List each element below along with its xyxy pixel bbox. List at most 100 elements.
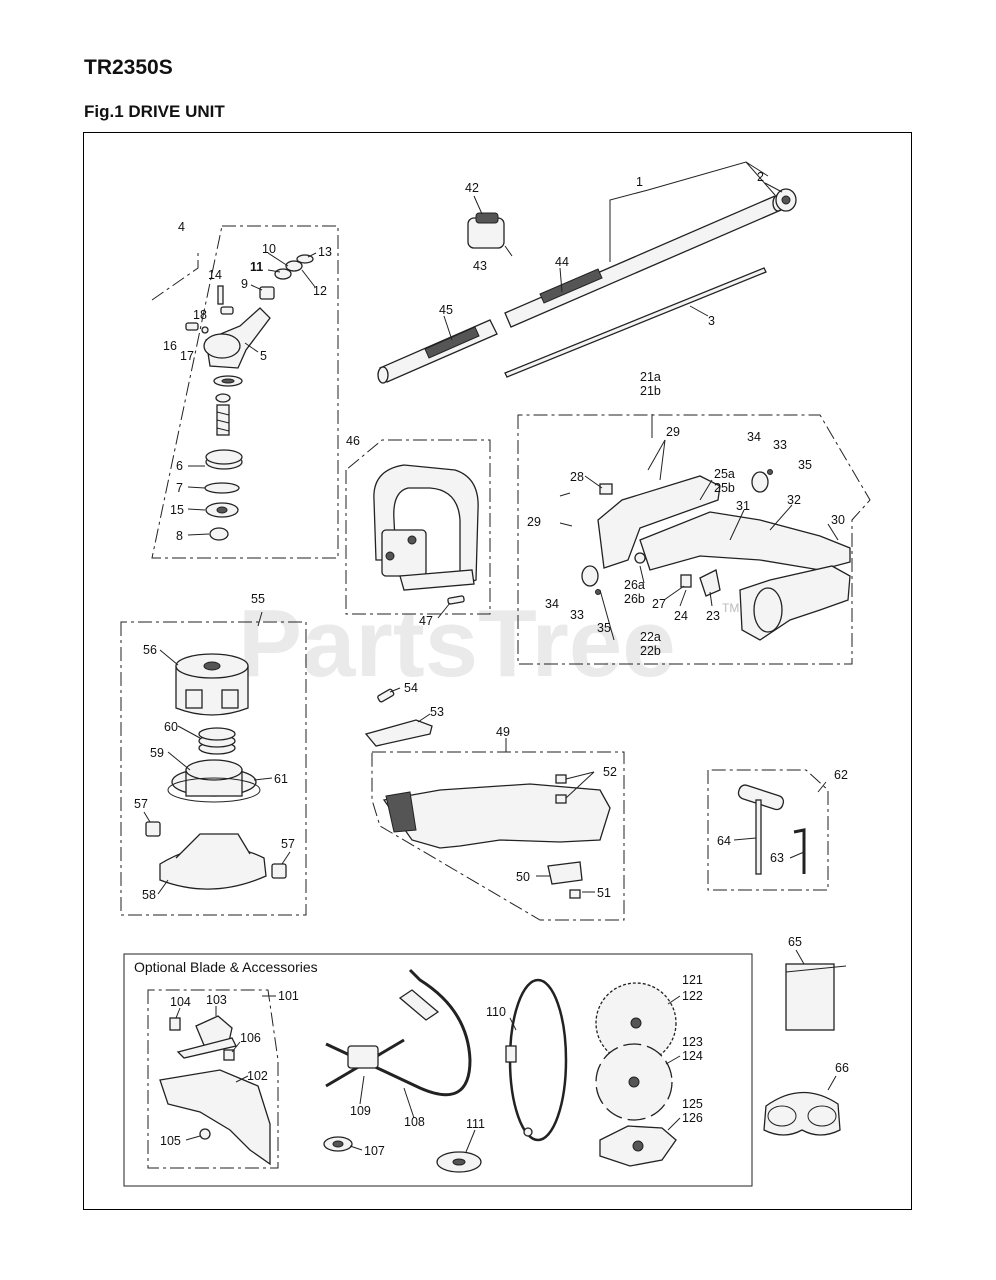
label-54: 54 [404, 681, 418, 695]
label-1: 1 [636, 175, 643, 189]
label-65: 65 [788, 935, 802, 949]
label-9: 9 [241, 277, 248, 291]
label-29-top: 29 [666, 425, 680, 439]
label-21b: 21b [640, 384, 661, 398]
label-50: 50 [516, 870, 530, 884]
label-53: 53 [430, 705, 444, 719]
label-124: 124 [682, 1049, 703, 1063]
shoulder-harness [436, 978, 568, 1173]
label-33-left: 33 [570, 608, 584, 622]
label-60: 60 [164, 720, 178, 734]
label-125: 125 [682, 1097, 703, 1111]
label-104: 104 [170, 995, 191, 1009]
optional-accessories-box [123, 953, 753, 1187]
label-32: 32 [787, 493, 801, 507]
label-4: 4 [178, 220, 185, 234]
label-49: 49 [496, 725, 510, 739]
label-34-right: 34 [747, 430, 761, 444]
label-101: 101 [278, 989, 299, 1003]
label-63: 63 [770, 851, 784, 865]
label-51: 51 [597, 886, 611, 900]
label-17: 17 [180, 349, 194, 363]
label-35-right: 35 [798, 458, 812, 472]
label-31: 31 [736, 499, 750, 513]
label-35-left: 35 [597, 621, 611, 635]
label-122: 122 [682, 989, 703, 1003]
bike-handle-assembly [323, 968, 472, 1152]
label-126: 126 [682, 1111, 703, 1125]
label-13: 13 [318, 245, 332, 259]
label-110: 110 [486, 1005, 506, 1019]
label-57-right: 57 [281, 837, 295, 851]
label-25b: 25b [714, 481, 735, 495]
label-106: 106 [240, 1031, 261, 1045]
bearing [205, 449, 243, 465]
label-58: 58 [142, 888, 156, 902]
label-111: 111 [466, 1117, 485, 1131]
label-26a: 26a [624, 578, 645, 592]
model-title: TR2350S [84, 56, 173, 79]
label-61: 61 [274, 772, 288, 786]
label-103: 103 [206, 993, 227, 1007]
callout-labels: 1 2 3 4 5 6 7 8 9 10 11 12 13 14 15 16 1… [134, 170, 849, 1158]
label-7: 7 [176, 481, 183, 495]
label-26b: 26b [624, 592, 645, 606]
label-121: 121 [682, 973, 703, 987]
label-105: 105 [160, 1134, 181, 1148]
label-11: 11 [250, 260, 263, 274]
label-28: 28 [570, 470, 584, 484]
label-59: 59 [150, 746, 164, 760]
washer [204, 482, 240, 494]
label-42: 42 [465, 181, 479, 195]
label-107: 107 [364, 1144, 385, 1158]
label-33-right: 33 [773, 438, 787, 452]
loop-handle [373, 464, 479, 619]
label-24: 24 [674, 609, 688, 623]
label-21a: 21a [640, 370, 661, 384]
label-109: 109 [350, 1104, 371, 1118]
label-52: 52 [603, 765, 617, 779]
label-23: 23 [706, 609, 720, 623]
trimmer-head [143, 611, 291, 895]
figure-title: Fig.1 DRIVE UNIT [84, 102, 225, 121]
handle-clamp-109 [347, 1045, 379, 1069]
label-43: 43 [473, 259, 487, 273]
drive-shaft [504, 267, 767, 378]
blade-guard [159, 1069, 271, 1166]
gearhead-assembly [185, 252, 317, 541]
label-102: 102 [247, 1069, 268, 1083]
trimmer-head-group-box [120, 621, 307, 916]
hex-key [793, 828, 806, 874]
label-15: 15 [170, 503, 184, 517]
blade-guard-assembly [159, 995, 276, 1166]
label-12: 12 [313, 284, 327, 298]
label-46: 46 [346, 434, 360, 448]
label-6: 6 [176, 459, 183, 473]
optional-accessories-title: Optional Blade & Accessories [134, 959, 318, 975]
shaft-clamp [467, 195, 513, 257]
label-25a: 25a [714, 467, 735, 481]
label-57-left: 57 [134, 797, 148, 811]
label-2: 2 [757, 170, 764, 184]
blade-guard-group-box [147, 989, 279, 1169]
label-14: 14 [208, 268, 222, 282]
handle-housing-left [597, 475, 721, 569]
blades [595, 982, 681, 1167]
label-123: 123 [682, 1035, 703, 1049]
label-5: 5 [260, 349, 267, 363]
label-16: 16 [163, 339, 177, 353]
label-34-left: 34 [545, 597, 559, 611]
label-45: 45 [439, 303, 453, 317]
watermark-tm: TM [722, 601, 739, 615]
label-29-left: 29 [527, 515, 541, 529]
throttle-group-box [517, 414, 871, 665]
label-18: 18 [193, 308, 207, 322]
shield-clamp [547, 861, 583, 885]
nut [209, 527, 229, 541]
label-8: 8 [176, 529, 183, 543]
trigger [699, 569, 721, 597]
label-44: 44 [555, 255, 569, 269]
label-64: 64 [717, 834, 731, 848]
label-27: 27 [652, 597, 666, 611]
safety-goggles [763, 1075, 841, 1136]
